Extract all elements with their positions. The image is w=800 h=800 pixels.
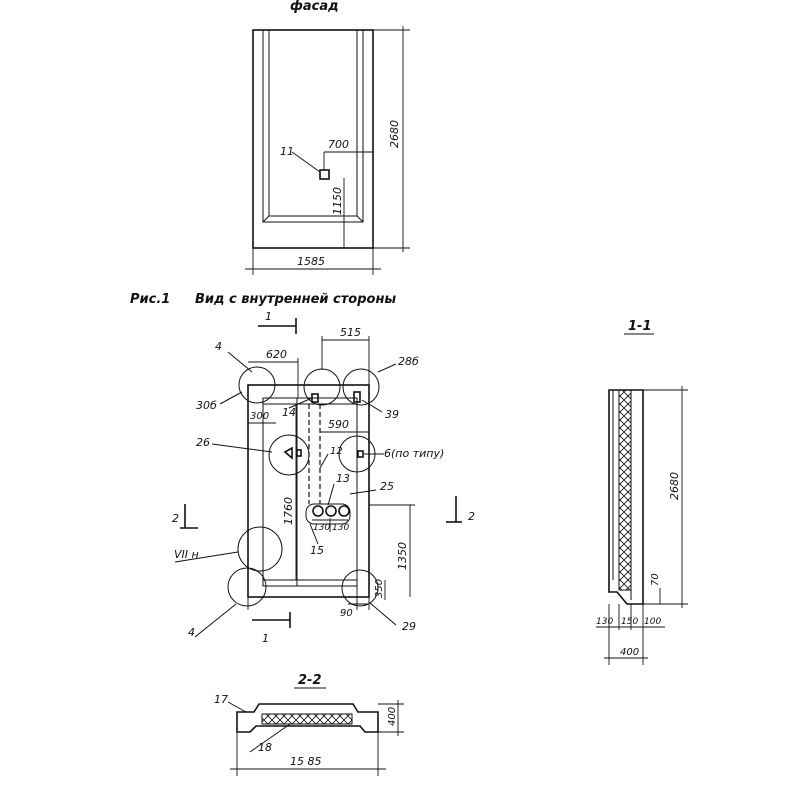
detail-circle-26 — [268, 434, 310, 476]
dim-350: 350 — [374, 579, 385, 598]
facade-dim-1150: 1150 — [331, 187, 344, 215]
dim-1350: 1350 — [396, 542, 409, 570]
callout-26: 26 — [196, 436, 210, 449]
callout-15: 15 — [310, 544, 324, 557]
section-2-2-insulation — [261, 713, 353, 725]
fig1-label: Рис.1 — [130, 292, 170, 307]
section-1-1-title: 1-1 — [628, 319, 652, 334]
section-1-1: 1-1 2680 70 130 150 100 400 — [596, 319, 688, 665]
callout-12: 12 — [330, 446, 343, 457]
section-1-1-dim-70: 70 — [650, 573, 661, 586]
hole-13a — [312, 505, 324, 517]
hole-13b — [325, 505, 337, 517]
cut-1-top: 1 — [265, 310, 272, 323]
section-1-1-dim-400: 400 — [620, 647, 639, 658]
panel-inner-frame — [262, 397, 358, 587]
dim-130b: 130 — [332, 523, 349, 533]
callout-39: 39 — [385, 408, 399, 421]
callout-28b: 28б — [398, 355, 419, 368]
callout-30b: 30б — [196, 399, 217, 412]
dim-620: 620 — [266, 348, 287, 361]
dim-1760: 1760 — [282, 497, 295, 525]
facade-view: фасад 11 700 1150 2680 1585 — [245, 0, 410, 275]
facade-dim-width: 1585 — [297, 255, 325, 268]
detail-circle-29 — [341, 569, 379, 607]
callout-18: 18 — [258, 741, 272, 754]
callout-6: 6(по типу) — [384, 447, 444, 460]
callout-4-bottom: 4 — [188, 626, 195, 639]
dim-90: 90 — [340, 608, 353, 619]
insulation-hatch — [618, 389, 632, 591]
callout-4-top: 4 — [215, 340, 222, 353]
dim-515: 515 — [340, 326, 361, 339]
embedded-part-11 — [319, 169, 330, 180]
detail-circle-28b — [342, 368, 380, 406]
facade-title: фасад — [290, 0, 339, 14]
inner-view: 1 130 130 — [172, 310, 475, 645]
facade-callout-11: 11 — [280, 145, 294, 158]
cut-1-bottom: 1 — [262, 632, 269, 645]
cut-2-right: 2 — [468, 510, 475, 523]
facade-outline — [252, 29, 374, 249]
callout-13: 13 — [336, 472, 350, 485]
callout-14: 14 — [282, 406, 296, 419]
detail-circle-4-top — [238, 366, 276, 404]
dim-590: 590 — [328, 418, 349, 431]
dim-130a: 130 — [313, 523, 330, 533]
callout-25: 25 — [380, 480, 394, 493]
facade-dim-height: 2680 — [388, 120, 401, 148]
callout-VII: VII н — [174, 548, 199, 561]
section-2-2: 2-2 17 18 400 15 85 — [214, 673, 404, 776]
cut-2-left: 2 — [172, 512, 179, 525]
section-1-1-dim-2680: 2680 — [668, 472, 681, 500]
facade-recess-inner — [268, 30, 358, 217]
hole-13c — [338, 505, 350, 517]
facade-recess — [262, 30, 364, 223]
section-2-2-dim-400: 400 — [387, 707, 398, 726]
detail-circle-VII — [237, 526, 283, 572]
section-1-1-dim-130: 130 — [596, 617, 613, 627]
dim-300: 300 — [250, 411, 269, 422]
facade-dim-700: 700 — [328, 138, 349, 151]
callout-17: 17 — [214, 693, 228, 706]
fig1-caption: Вид с внутренней стороны — [195, 292, 396, 307]
section-1-1-dim-150: 150 — [621, 617, 638, 627]
detail-circle-4-bottom — [227, 567, 267, 607]
section-2-2-dim-1585: 15 85 — [290, 755, 322, 768]
callout-29: 29 — [402, 620, 416, 633]
section-2-2-title: 2-2 — [298, 673, 322, 688]
section-1-1-dim-100: 100 — [644, 617, 661, 627]
